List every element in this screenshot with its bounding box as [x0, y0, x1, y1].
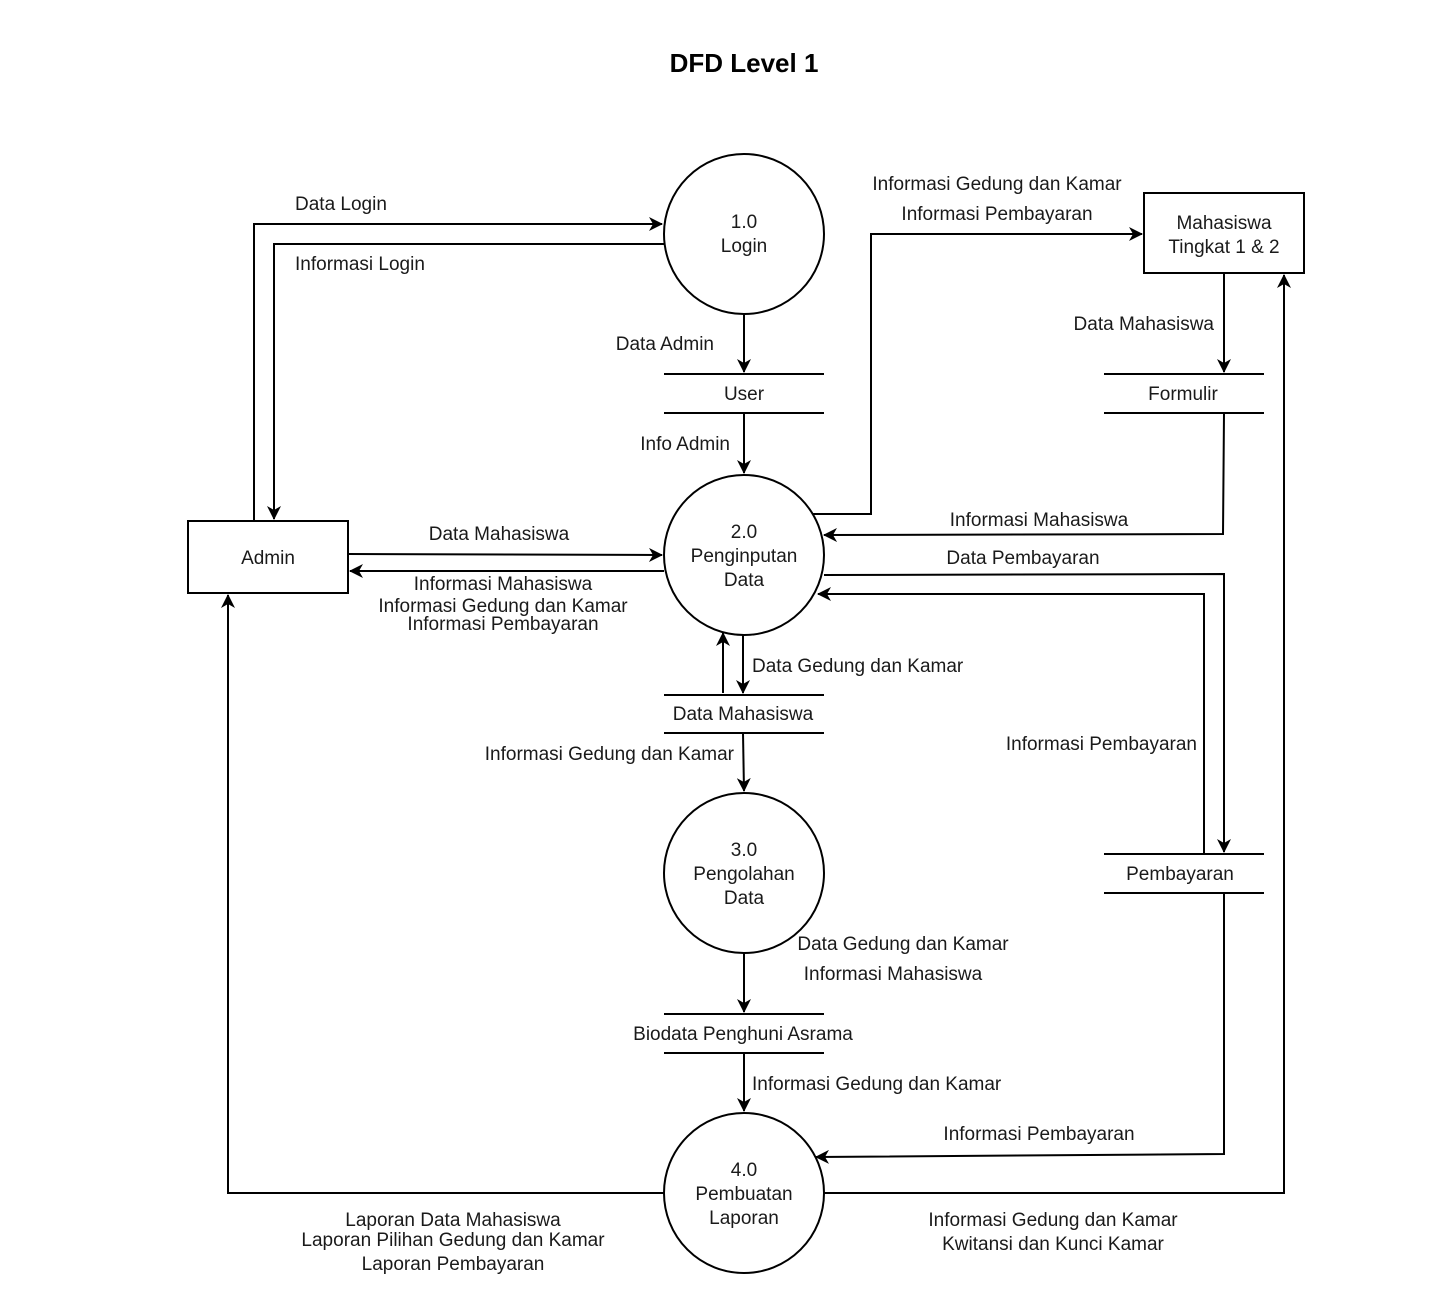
flow-pembayaran-to-p4: Informasi Pembayaran	[815, 893, 1225, 1164]
flow-data-admin: Data Admin	[616, 314, 751, 373]
flow-mhs-data-mahasiswa: Data Mahasiswa	[1074, 273, 1231, 373]
process-name: Pembuatan	[695, 1184, 792, 1205]
store-pembayaran: Pembayaran	[1104, 853, 1264, 894]
process-number: 3.0	[731, 840, 757, 861]
process-name: Data	[724, 888, 765, 909]
process-number: 1.0	[731, 212, 757, 233]
flow-formulir-info: Informasi Mahasiswa	[823, 412, 1225, 542]
process-number: 4.0	[731, 1160, 757, 1181]
flow-label: Data Mahasiswa	[1074, 314, 1215, 335]
flow-label: Informasi Gedung dan Kamar	[378, 596, 628, 617]
flow-label: Informasi Mahasiswa	[414, 574, 593, 595]
flow-label: Informasi Gedung dan Kamar	[928, 1210, 1178, 1231]
flow-label: Informasi Mahasiswa	[804, 964, 983, 985]
store-formulir: Formulir	[1104, 373, 1264, 414]
flow-label: Laporan Pilihan Gedung dan Kamar	[301, 1230, 605, 1251]
store-label: Pembayaran	[1126, 864, 1234, 885]
process-name: Login	[721, 236, 768, 257]
entity-mahasiswa: Mahasiswa Tingkat 1 & 2	[1143, 192, 1305, 274]
flow-label: Informasi Pembayaran	[1006, 734, 1197, 755]
flow-label: Data Admin	[616, 334, 714, 355]
flow-pembayaran-info: Informasi Pembayaran	[817, 587, 1205, 854]
process-number: 2.0	[731, 522, 757, 543]
flow-admin-data-mahasiswa: Data Mahasiswa	[347, 524, 663, 562]
entity-name: Tingkat 1 & 2	[1168, 237, 1279, 258]
flow-data-pembayaran: Data Pembayaran	[823, 548, 1231, 853]
process-pengolahan-data: 3.0 Pengolahan Data	[663, 792, 825, 954]
diagram-title: DFD Level 1	[670, 48, 819, 78]
flow-laporan-admin: Laporan Data Mahasiswa Laporan Pilihan G…	[221, 594, 664, 1275]
store-label: Data Mahasiswa	[673, 704, 814, 725]
flow-laporan-mahasiswa: Informasi Gedung dan Kamar Kwitansi dan …	[824, 274, 1291, 1255]
entity-name: Admin	[241, 548, 295, 569]
flow-label: Kwitansi dan Kunci Kamar	[942, 1234, 1164, 1255]
flow-store-info-gedung: Informasi Gedung dan Kamar	[485, 732, 751, 792]
flow-label: Laporan Data Mahasiswa	[345, 1210, 561, 1231]
flow-store-data-gedung: Data Gedung dan Kamar	[736, 635, 964, 694]
flow-label: Informasi Pembayaran	[943, 1124, 1134, 1145]
flow-label: Info Admin	[640, 434, 730, 455]
process-login: 1.0 Login	[663, 153, 825, 315]
flow-p3-outputs: Data Gedung dan Kamar Informasi Mahasisw…	[737, 934, 1009, 1013]
process-name: Penginputan	[691, 546, 798, 567]
flow-label: Laporan Pembayaran	[362, 1254, 545, 1275]
process-penginputan-data: 2.0 Penginputan Data	[663, 474, 825, 636]
flow-to-mahasiswa: Informasi Gedung dan Kamar Informasi Pem…	[813, 174, 1143, 515]
flow-informasi-login: Informasi Login	[267, 243, 664, 520]
flow-label: Informasi Gedung dan Kamar	[872, 174, 1122, 195]
store-label: Biodata Penghuni Asrama	[633, 1024, 853, 1045]
flow-label: Informasi Gedung dan Kamar	[752, 1074, 1002, 1095]
flow-biodata-info-gedung: Informasi Gedung dan Kamar	[737, 1053, 1002, 1112]
process-pembuatan-laporan: 4.0 Pembuatan Laporan	[663, 1112, 825, 1274]
flow-label: Informasi Gedung dan Kamar	[485, 744, 735, 765]
flow-label: Data Mahasiswa	[429, 524, 570, 545]
flow-label: Informasi Login	[295, 254, 425, 275]
flow-label: Informasi Pembayaran	[407, 614, 598, 635]
flow-label: Data Gedung dan Kamar	[797, 934, 1009, 955]
process-name: Laporan	[709, 1208, 779, 1229]
store-biodata-penghuni: Biodata Penghuni Asrama	[633, 1013, 853, 1054]
process-name: Pengolahan	[693, 864, 794, 885]
flow-label: Informasi Pembayaran	[901, 204, 1092, 225]
flow-data-login: Data Login	[253, 194, 663, 521]
store-data-mahasiswa: Data Mahasiswa	[664, 694, 824, 734]
flow-label: Data Pembayaran	[946, 548, 1099, 569]
entity-admin: Admin	[187, 520, 349, 594]
flow-label: Informasi Mahasiswa	[950, 510, 1129, 531]
flow-label: Data Gedung dan Kamar	[752, 656, 964, 677]
entity-name: Mahasiswa	[1176, 213, 1271, 234]
store-label: Formulir	[1148, 384, 1218, 405]
flow-to-admin: Informasi Mahasiswa Informasi Gedung dan…	[349, 564, 664, 635]
store-label: User	[724, 384, 765, 405]
flow-label: Data Login	[295, 194, 387, 215]
store-user: User	[664, 373, 824, 414]
flow-info-admin: Info Admin	[640, 413, 751, 474]
process-name: Data	[724, 570, 765, 591]
